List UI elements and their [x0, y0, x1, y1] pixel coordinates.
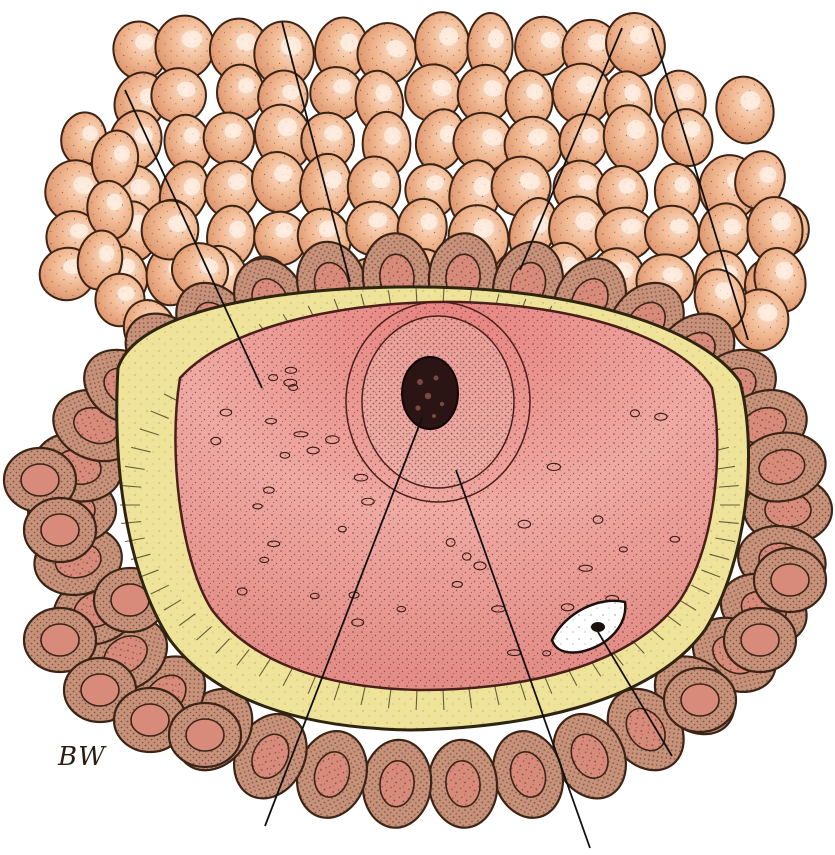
outer-cell — [217, 64, 265, 120]
inner-cell — [754, 548, 826, 612]
inner-cell — [24, 498, 96, 562]
inner-cell — [169, 703, 241, 767]
inner-cell — [359, 737, 435, 831]
inner-cell — [724, 608, 796, 672]
inner-cell — [425, 737, 501, 831]
inner-cell — [664, 668, 736, 732]
outer-cell — [711, 72, 779, 148]
artist-signature: BW — [58, 742, 106, 772]
small-cell-nucleus — [591, 622, 605, 632]
nucleus — [402, 357, 458, 429]
